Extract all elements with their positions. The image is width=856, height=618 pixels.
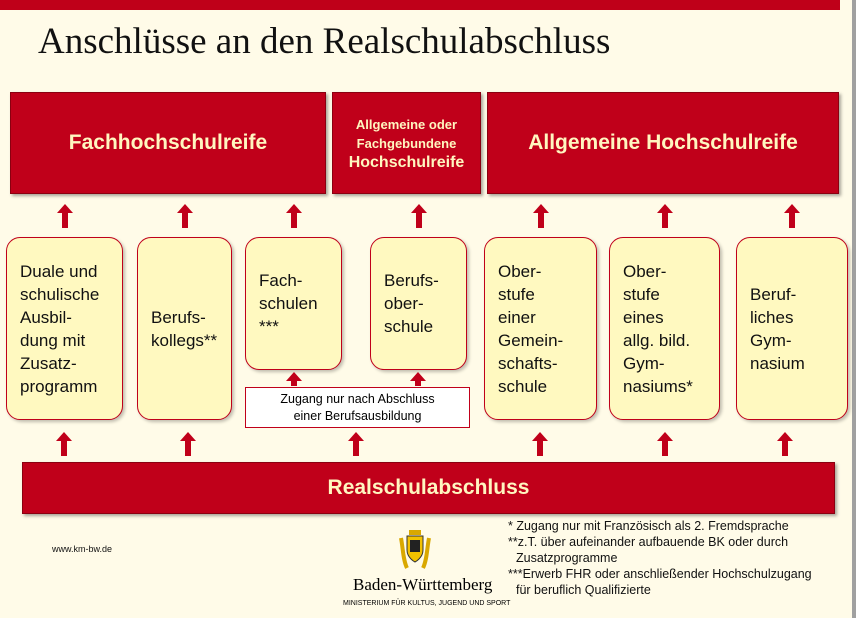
school-line: Berufs-	[151, 307, 206, 327]
school-box: Berufs-ober-schule	[370, 237, 467, 370]
school-line: Duale und	[20, 261, 98, 281]
school-line: stufe	[498, 284, 535, 304]
school-box: Ober-stufe eines allg. bild. Gym-nasiums*	[609, 237, 720, 420]
school-line: eines	[623, 307, 664, 327]
note-line: Zugang nur nach Abschluss	[280, 392, 435, 406]
footnote: ***Erwerb FHR oder anschließender Hochsc…	[508, 567, 812, 581]
school-line: Ausbil-	[20, 307, 72, 327]
school-line: schulische	[20, 284, 100, 304]
up-arrow-icon	[56, 204, 73, 228]
website-url: www.km-bw.de	[52, 544, 113, 554]
school-line: Fach-	[259, 271, 303, 290]
up-arrow-icon	[285, 204, 302, 228]
school-line: Berufs-	[384, 271, 439, 290]
up-arrow-icon	[348, 432, 364, 456]
footnote: Zusatzprogramme	[516, 551, 618, 565]
school-line: Gym-	[750, 330, 792, 350]
footnote: **z.T. über aufeinander aufbauende BK od…	[508, 535, 789, 549]
up-arrow-icon	[180, 432, 196, 456]
target-line: Allgemeine oder	[355, 116, 458, 132]
up-arrow-icon	[176, 204, 193, 228]
school-line: einer	[498, 307, 536, 327]
school-line: schulen	[259, 294, 318, 313]
up-arrow-icon	[777, 432, 793, 456]
up-arrow-icon	[656, 204, 673, 228]
school-line: Ober-	[498, 261, 542, 281]
target-allgemeine-hochschulreife: Allgemeine Hochschulreife	[487, 92, 839, 194]
page-title: Anschlüsse an den Realschulabschluss	[38, 21, 611, 62]
school-line: liches	[750, 307, 794, 327]
school-line: Gemein-	[498, 330, 564, 350]
coat-of-arms-icon	[397, 528, 433, 572]
school-box: Fach-schulen ***	[245, 237, 342, 370]
school-line: nasiums*	[623, 376, 693, 396]
school-line: ober-	[384, 294, 424, 313]
school-line: nasium	[750, 353, 805, 373]
footnote: * Zugang nur mit Französisch als 2. Frem…	[508, 519, 789, 533]
footnotes: * Zugang nur mit Französisch als 2. Frem…	[508, 518, 812, 598]
base-realschulabschluss: Realschulabschluss	[22, 462, 835, 514]
up-arrow-icon	[410, 372, 426, 386]
up-arrow-icon	[410, 204, 427, 228]
school-line: dung mit	[20, 330, 86, 350]
school-line: schafts-	[498, 353, 558, 373]
target-fachhochschulreife: Fachhochschulreife	[10, 92, 326, 194]
target-fachgebundene-hochschulreife: Allgemeine oder Fachgebundene Hochschulr…	[332, 92, 481, 194]
target-line: Fachgebundene	[356, 135, 457, 151]
up-arrow-icon	[657, 432, 673, 456]
school-line: schule	[384, 317, 434, 336]
up-arrow-icon	[532, 204, 549, 228]
footnote: für beruflich Qualifizierte	[516, 583, 651, 597]
ministry-name: MINISTERIUM FÜR KULTUS, JUGEND UND SPORT	[343, 600, 511, 607]
note-line: einer Berufsausbildung	[293, 409, 422, 423]
scrollbar[interactable]	[852, 0, 856, 618]
top-bar	[0, 0, 840, 10]
target-line: Hochschulreife	[348, 153, 465, 171]
school-line: Beruf-	[750, 284, 797, 304]
up-arrow-icon	[286, 372, 302, 386]
up-arrow-icon	[784, 204, 800, 228]
school-box: Berufs-kollegs**	[137, 237, 232, 420]
up-arrow-icon	[532, 432, 548, 456]
school-line: Ober-	[623, 261, 667, 281]
school-line: schule	[498, 376, 548, 396]
school-line: allg. bild.	[623, 330, 691, 350]
school-line: programm	[20, 376, 98, 396]
school-line: Zusatz-	[20, 353, 77, 373]
school-line: stufe	[623, 284, 660, 304]
school-line: ***	[259, 317, 279, 336]
logo-name: Baden-Württemberg	[353, 575, 493, 594]
school-line: kollegs**	[151, 330, 218, 350]
access-note: Zugang nur nach Abschluss einer Berufsau…	[245, 387, 470, 428]
up-arrow-icon	[56, 432, 72, 456]
school-line: Gym-	[623, 353, 665, 373]
